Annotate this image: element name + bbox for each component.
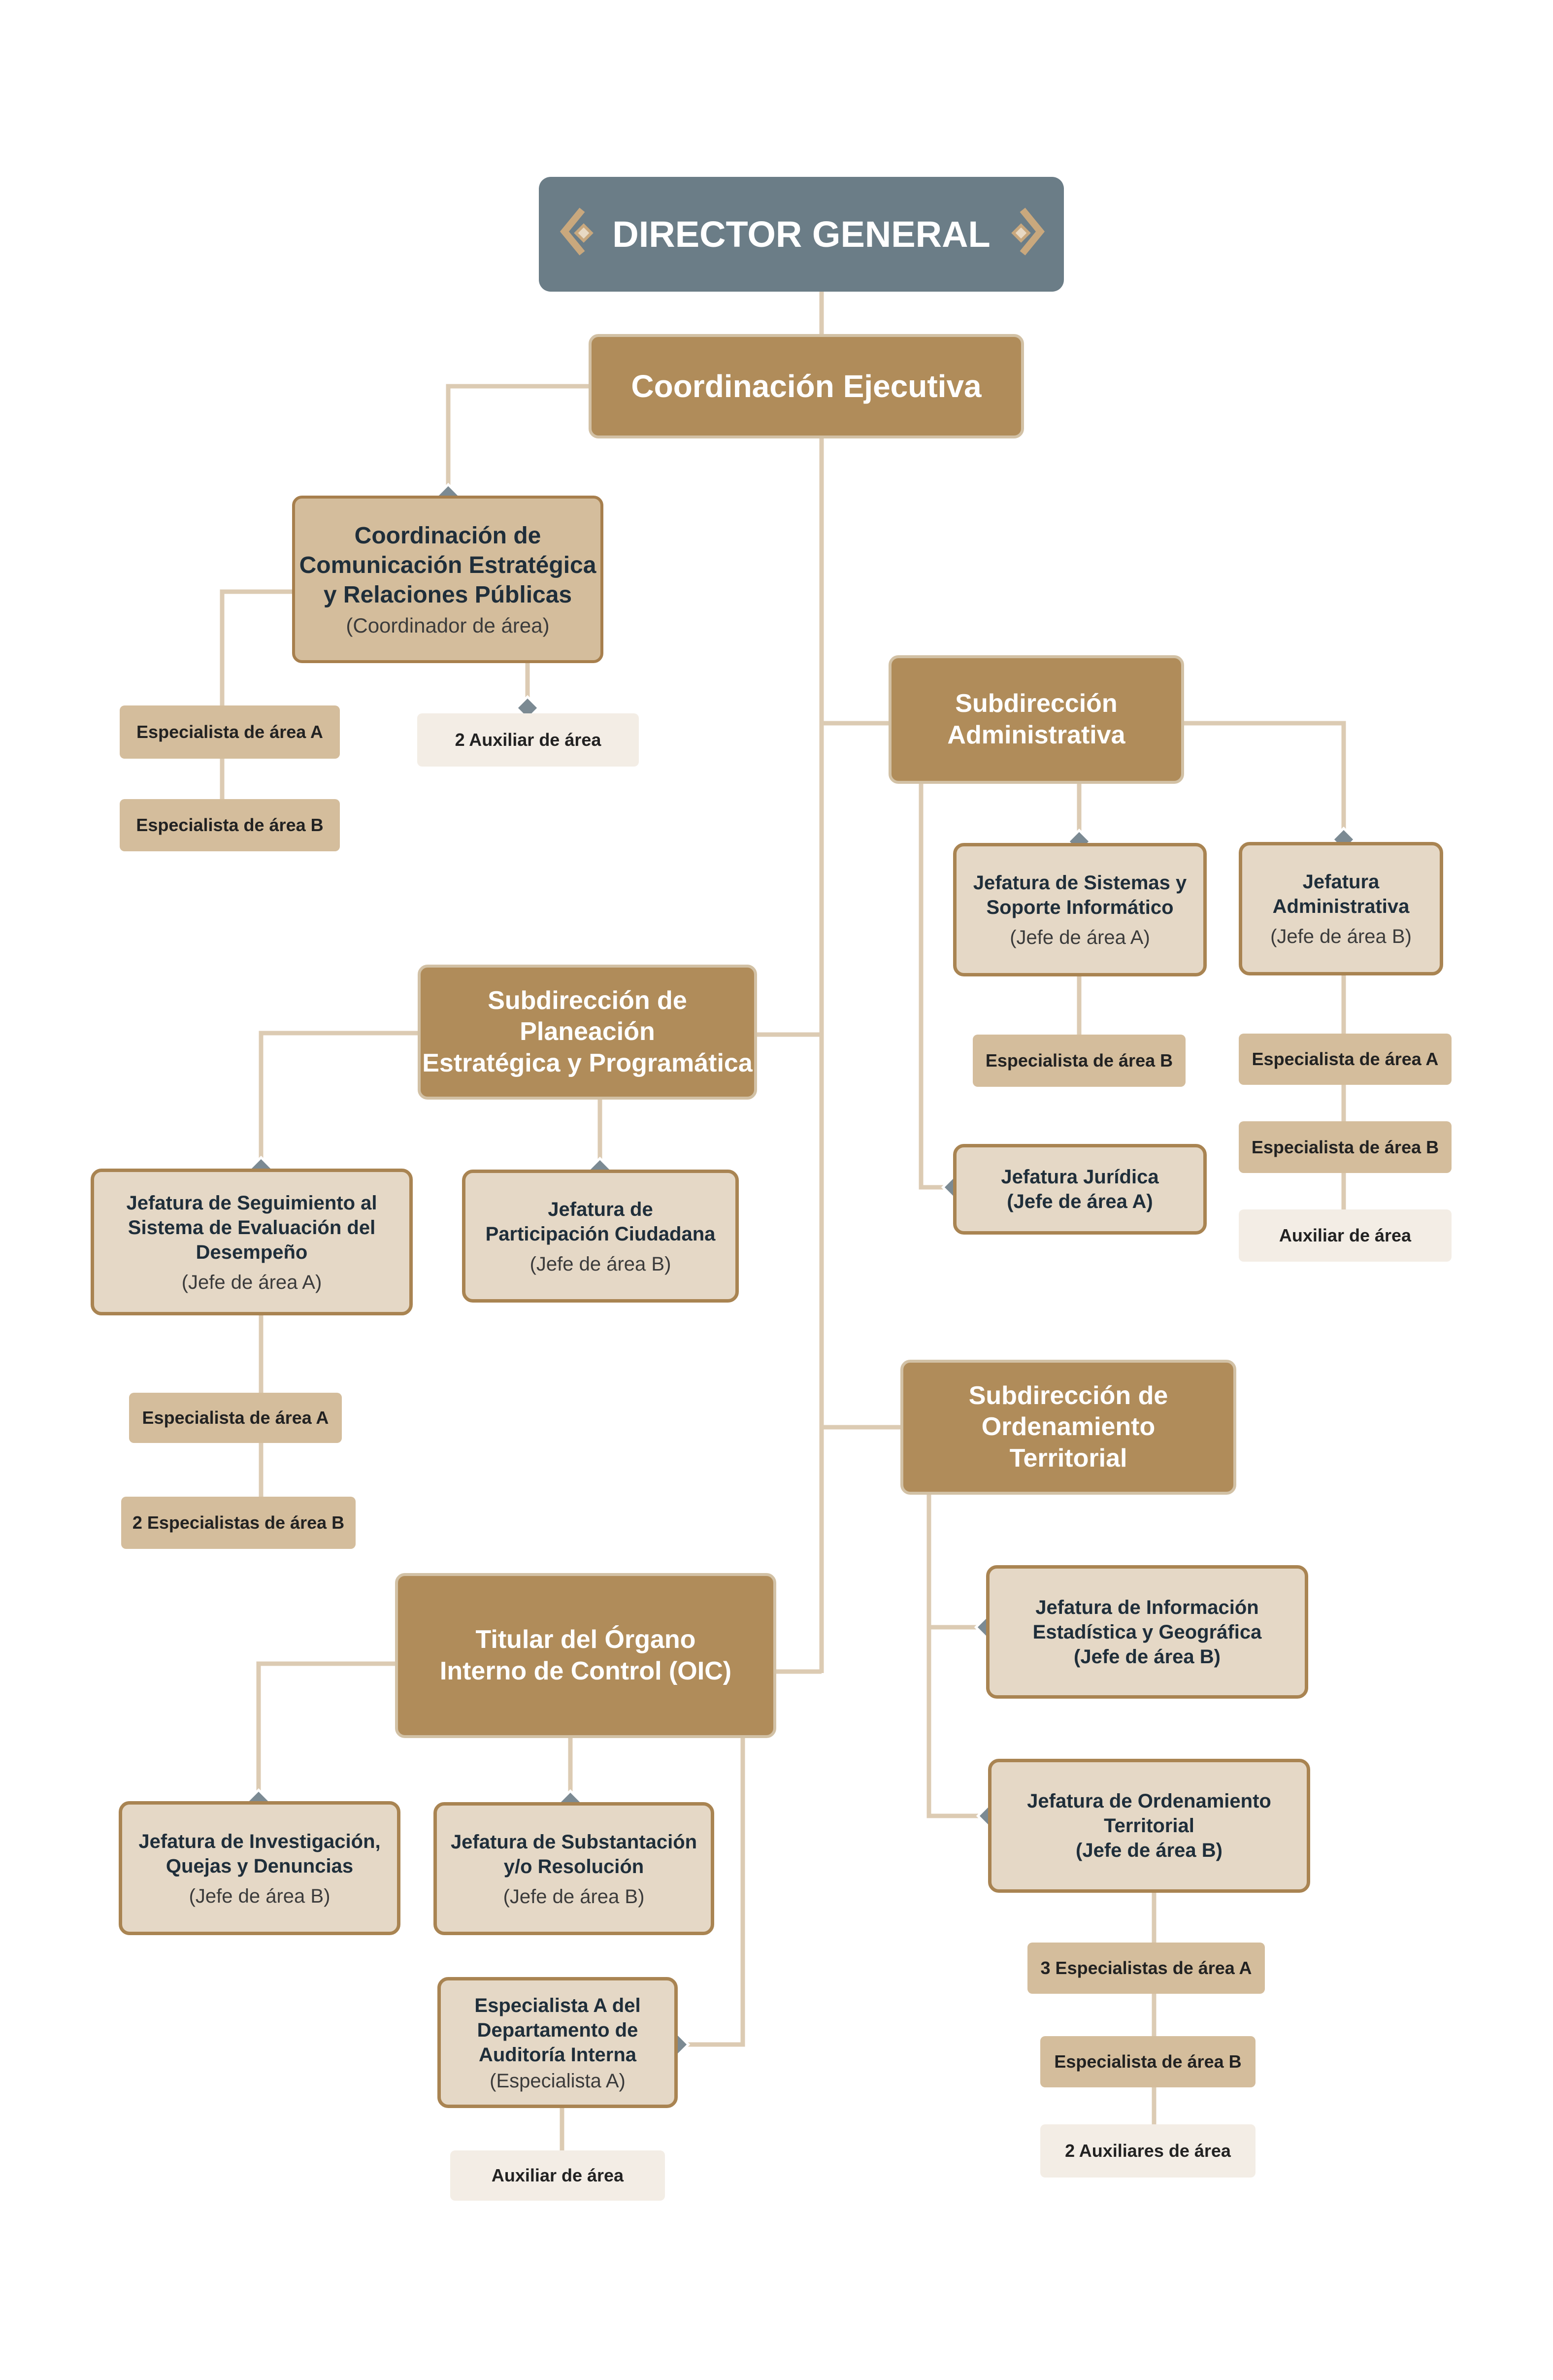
node-title: Especialista de área B [1251,1137,1439,1157]
node-jefatura-investigacion: Jefatura de Investigación, Quejas y Denu… [119,1801,400,1935]
node-jefatura-substanciacion: Jefatura de Substantación y/o Resolución… [433,1802,714,1935]
node-title: Subdirección de Ordenamiento Territorial [968,1381,1168,1473]
link-ccom-esp [220,589,294,799]
link-oic-jinv [256,1661,397,1801]
node-title: Especialista de área B [136,815,324,835]
node-director-general: DIRECTOR GENERAL [539,177,1064,292]
link-ce-ccom [446,384,590,496]
node-titular-oic: Titular del Órgano Interno de Control (O… [395,1573,776,1738]
node-title: Especialista de área A [136,722,323,742]
node-jadm-auxiliar: Auxiliar de área [1239,1209,1452,1262]
node-title: 2 Auxiliar de área [455,730,601,750]
node-title: Titular del Órgano Interno de Control (O… [439,1625,732,1685]
link-sp-jseg [259,1031,419,1169]
node-title: 2 Auxiliares de área [1065,2141,1231,2161]
node-title: Especialista de área A [142,1408,329,1428]
node-subtitle: (Jefe de área A) [1010,927,1150,948]
node-subtitle: (Jefe de área B) [1270,926,1412,947]
node-ccom-especialista-a: Especialista de área A [120,705,340,759]
node-title: Jefatura de Substantación y/o Resolución [450,1831,697,1877]
node-title: Coordinación de Comunicación Estratégica… [299,523,596,608]
node-jsis-especialista-b: Especialista de área B [973,1035,1186,1087]
node-title: Subdirección de Planeación Estratégica y… [422,986,753,1077]
node-coordinacion-comunicacion: Coordinación de Comunicación Estratégica… [292,496,603,663]
node-jord-especialistas-a: 3 Especialistas de área A [1027,1943,1265,1994]
node-title: Jefatura de Información Estadística y Ge… [1032,1596,1262,1668]
node-title: Jefatura de Seguimiento al Sistema de Ev… [126,1192,377,1263]
node-title: Jefatura de Participación Ciudadana [485,1198,716,1245]
node-title: Jefatura de Ordenamiento Territorial (Je… [1027,1790,1271,1861]
node-title: 3 Especialistas de área A [1040,1958,1252,1978]
node-title: Coordinación Ejecutiva [631,368,982,404]
node-jseg-especialista-a: Especialista de área A [129,1393,342,1443]
node-title: Jefatura Administrativa [1272,871,1410,917]
node-title: Jefatura de Investigación, Quejas y Denu… [138,1830,381,1877]
node-oic-auxiliar: Auxiliar de área [450,2150,665,2201]
node-title: Jefatura de Sistemas y Soporte Informáti… [973,872,1187,918]
node-jadm-especialista-b: Especialista de área B [1239,1121,1452,1173]
node-subdireccion-ordenamiento: Subdirección de Ordenamiento Territorial [900,1360,1236,1495]
node-title: Especialista de área B [1054,2051,1242,2072]
bracket-right-icon [1011,207,1045,256]
node-subtitle: (Jefe de área B) [189,1885,330,1907]
node-subtitle: (Jefe de área B) [529,1253,671,1275]
node-subtitle: (Especialista A) [490,2070,626,2092]
node-title: Subdirección Administrativa [947,689,1125,749]
node-subdireccion-planeacion: Subdirección de Planeación Estratégica y… [418,965,757,1100]
link-oic-aud [677,1738,745,2047]
node-jadm-especialista-a: Especialista de área A [1239,1034,1452,1085]
node-jord-auxiliares: 2 Auxiliares de área [1040,2124,1256,2178]
node-title: Auxiliar de área [1279,1225,1412,1245]
node-subtitle: (Jefe de área B) [503,1885,645,1908]
bracket-left-icon [560,207,594,256]
link-sa-jadm [1182,721,1346,839]
link-sa-jjur [919,784,954,1190]
node-jseg-especialistas-b: 2 Especialistas de área B [121,1497,356,1549]
node-especialista-auditoria: Especialista A del Departamento de Audit… [437,1977,678,2108]
node-ccom-especialista-b: Especialista de área B [120,799,340,851]
link-so-jinfo [926,1495,987,1630]
node-title: DIRECTOR GENERAL [612,214,991,255]
node-jefatura-informacion: Jefatura de Información Estadística y Ge… [986,1565,1308,1699]
node-coordinacion-ejecutiva: Coordinación Ejecutiva [589,334,1024,438]
node-ccom-auxiliar: 2 Auxiliar de área [417,713,639,767]
node-jord-especialista-b: Especialista de área B [1040,2036,1256,2087]
node-title: Jefatura Jurídica (Jefe de área A) [1001,1166,1159,1212]
node-jefatura-sistemas: Jefatura de Sistemas y Soporte Informáti… [953,843,1207,976]
node-subtitle: (Jefe de área A) [181,1271,322,1293]
node-jefatura-participacion: Jefatura de Participación Ciudadana (Jef… [462,1170,739,1303]
node-subdireccion-administrativa: Subdirección Administrativa [889,655,1184,784]
node-title: 2 Especialistas de área B [132,1512,345,1533]
node-jefatura-seguimiento: Jefatura de Seguimiento al Sistema de Ev… [91,1169,413,1315]
node-jefatura-juridica: Jefatura Jurídica (Jefe de área A) [953,1144,1207,1235]
node-title: Especialista A del Departamento de Audit… [474,1994,641,2066]
node-jefatura-ordenamiento: Jefatura de Ordenamiento Territorial (Je… [988,1759,1310,1893]
node-title: Especialista de área A [1252,1049,1439,1069]
link-so-jord [926,1627,989,1818]
node-subtitle: (Coordinador de área) [346,614,550,637]
node-jefatura-administrativa: Jefatura Administrativa (Jefe de área B) [1239,842,1443,975]
node-title: Auxiliar de área [491,2165,624,2185]
node-title: Especialista de área B [985,1050,1173,1071]
